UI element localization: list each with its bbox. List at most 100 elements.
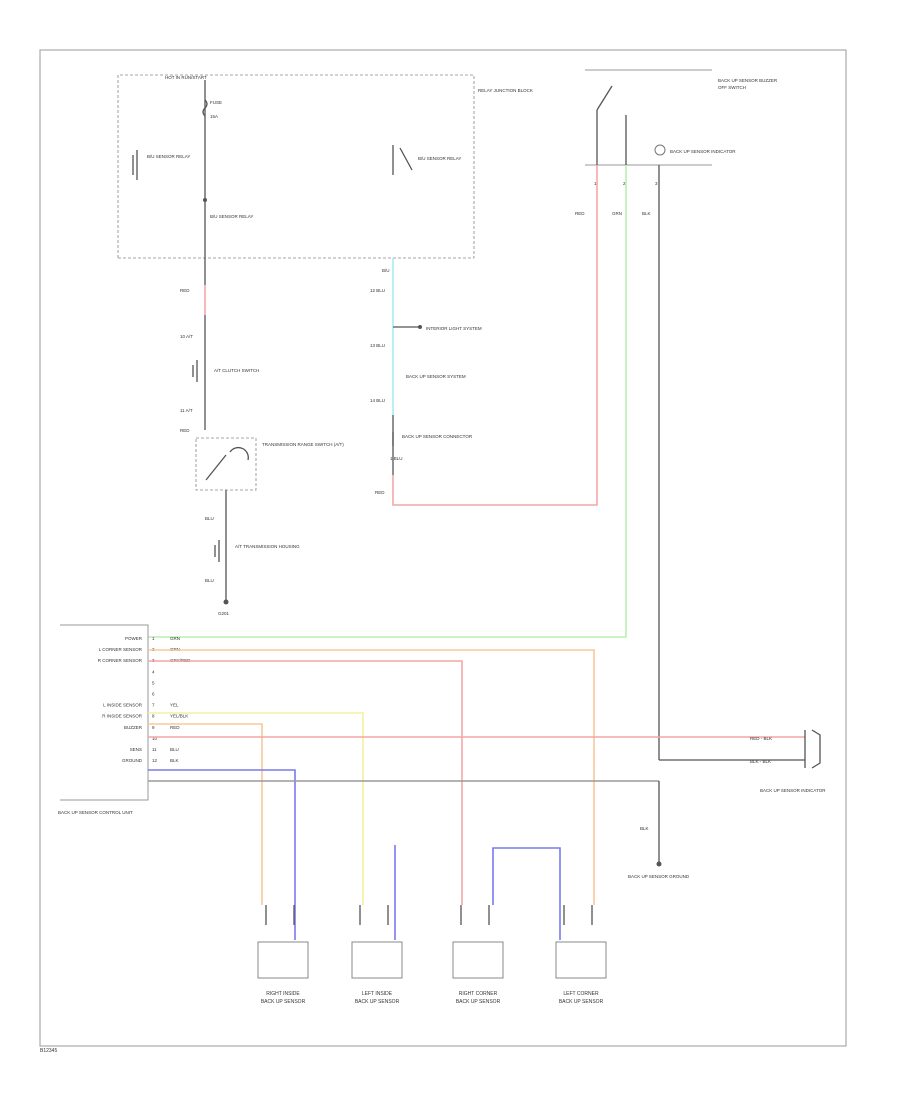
cu-pin-num: 1 <box>152 636 155 641</box>
cu-pin-label: L CORNER SENSOR <box>99 647 143 652</box>
bu-sensor-connector-label: BACK UP SENSOR CONNECTOR <box>402 434 473 439</box>
buzzer-module: BACK UP SENSOR BUZZER OFF SWITCH BACK UP… <box>575 69 778 216</box>
sensor-name: LEFT INSIDE <box>362 991 393 997</box>
cu-pin-num: 6 <box>152 692 155 697</box>
green-wire-power <box>148 165 627 638</box>
sensor-sub: BACK UP SENSOR <box>261 999 306 1005</box>
fuse-label: FUSE <box>210 100 222 105</box>
trans-housing-label: A/T TRANSMISSION HOUSING <box>235 544 300 549</box>
clutch-connector-icon <box>192 360 198 382</box>
center-chain: B/U 12 BLU INTERIOR LIGHT SYSTEM 13 BLU … <box>370 258 482 495</box>
right-wire-2: BLK - BLK <box>750 759 771 764</box>
buzzer-pin-2: 2 <box>623 181 626 186</box>
buzzer-sub: OFF SWITCH <box>718 85 746 90</box>
center-conn-3: 14 BLU <box>370 398 385 403</box>
cu-pin-label: BUZZER <box>124 725 143 730</box>
right-ind-label: BACK UP SENSOR INDICATOR <box>760 788 826 793</box>
buzzer-wire-1: RED <box>575 211 585 216</box>
indicator-lamp-icon <box>654 144 666 156</box>
trans-wire-color: RED <box>180 288 190 293</box>
sensor-body <box>351 941 403 979</box>
transmission-chain: RED 10 A/T A/T CLUTCH SWITCH 11 A/T RED … <box>180 258 344 616</box>
buzzer-indicator-text: BACK UP SENSOR INDICATOR <box>670 149 736 154</box>
cu-wire-color: RED <box>170 725 180 730</box>
relay-label-1: B/U SENSOR RELAY <box>210 214 253 219</box>
sensor-connector-icon <box>265 905 295 925</box>
sensor-name: LEFT CORNER <box>563 991 599 997</box>
trans-below-wire: BLU <box>205 516 214 521</box>
sensor-connector-icon <box>460 905 490 925</box>
ground-label: G201 <box>218 611 230 616</box>
trans-pin-2: 11 A/T <box>180 408 193 413</box>
cu-pin-num: 7 <box>152 703 155 708</box>
cu-pin-num: 10 <box>152 736 158 741</box>
red-wire-buzzer <box>392 165 598 506</box>
interior-light-label: INTERIOR LIGHT SYSTEM <box>426 326 482 331</box>
sensor-connector-icon <box>359 905 389 925</box>
orange-wire-r-inside <box>148 723 263 905</box>
bu-sensor-system-label: BACK UP SENSOR SYSTEM <box>406 374 466 379</box>
sensor-body <box>452 941 504 979</box>
red-wire-r-corner <box>148 660 463 905</box>
trans-switch-arm-icon <box>205 454 227 481</box>
diagram-footer: B12345 <box>40 1048 57 1054</box>
orange-wire-l-corner <box>148 649 595 905</box>
blue-wire-sens <box>148 769 296 940</box>
hot-label: HOT IN RUN/START <box>165 75 207 80</box>
trans-wire-2: BLU <box>205 578 214 583</box>
yellow-wire-l-inside <box>148 712 364 905</box>
trans-switch-label: TRANSMISSION RANGE SWITCH (A/T) <box>262 442 344 447</box>
cu-pin-label: L INSIDE SENSOR <box>103 703 143 708</box>
trans-pin-1: 10 A/T <box>180 334 193 339</box>
right-ground-wire: BLK <box>640 826 649 831</box>
right-ground-label: BACK UP SENSOR GROUND <box>628 874 690 879</box>
relay-switch-label: B/U SENSOR RELAY <box>418 156 461 161</box>
diagram-frame <box>39 49 847 1047</box>
interior-light-dot <box>418 325 422 329</box>
sensor-sub: BACK UP SENSOR <box>355 999 400 1005</box>
cu-pin-num: 8 <box>152 714 155 719</box>
sensor-ground-icon <box>656 861 662 867</box>
cu-pin-label: R INSIDE SENSOR <box>102 714 143 719</box>
bu-sensor-connector-pin: 1 BLU <box>390 456 403 461</box>
cu-pin-num: 9 <box>152 725 155 730</box>
blue-wire-corner-link <box>492 847 561 940</box>
center-top: B/U <box>382 268 390 273</box>
fuse-icon <box>202 99 208 117</box>
relay-contact-dot <box>203 198 207 202</box>
ground-icon <box>223 599 229 605</box>
cu-wire-color: YEL/BLK <box>170 714 188 719</box>
center-conn-1: 12 BLU <box>370 288 385 293</box>
buzzer-pin-1: 1 <box>594 181 597 186</box>
sensor-name: RIGHT CORNER <box>459 991 498 997</box>
relay-block-outline-top <box>117 74 475 258</box>
cu-pin-label: POWER <box>125 636 143 641</box>
fuse-rating: 15A <box>210 114 218 119</box>
trans-housing-connector-icon <box>214 540 220 562</box>
buzzer-title: BACK UP SENSOR BUZZER <box>718 78 778 83</box>
sensor-sub: BACK UP SENSOR <box>559 999 604 1005</box>
cu-pin-num: 4 <box>152 669 155 674</box>
cu-pin-label: GROUND <box>122 758 143 763</box>
cu-wire-color: GRN <box>170 636 180 641</box>
cu-pin-num: 12 <box>152 758 158 763</box>
right-side: RED - BLK BLK - BLK BACK UP SENSOR INDIC… <box>628 729 826 879</box>
cu-pin-label: SENS <box>130 747 142 752</box>
trans-switch-arc-icon <box>229 446 249 461</box>
cu-wire-color: YEL <box>170 703 179 708</box>
relay-switch-arm-icon <box>399 147 413 171</box>
trans-in-wire: RED <box>180 428 190 433</box>
center-bottom-wire: RED <box>375 490 385 495</box>
relay-coil-label: B/U SENSOR RELAY <box>147 154 190 159</box>
relay-junction-block: HOT IN RUN/START RELAY JUNCTION BLOCK FU… <box>117 74 533 259</box>
sensor-name: RIGHT INSIDE <box>266 991 300 997</box>
buzzer-speaker-icon <box>804 729 821 769</box>
trans-switch-box <box>195 437 257 491</box>
cu-pin-num: 11 <box>152 747 157 752</box>
right-wire-1: RED - BLK <box>750 736 772 741</box>
sensor-body <box>257 941 309 979</box>
sensor-body <box>555 941 607 979</box>
sensor-sub: BACK UP SENSOR <box>456 999 501 1005</box>
